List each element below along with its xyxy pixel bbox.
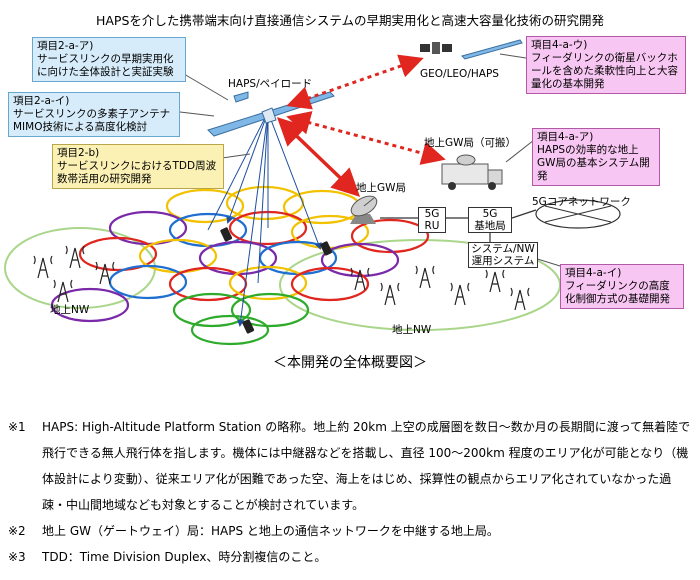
callout-id: 項目4-a-ア) [537,131,594,143]
ground-network-links [380,209,537,242]
callout-id: 項目2-b) [57,147,100,159]
callout-id: 項目2-a-イ) [13,95,70,107]
callout-text: フィーダリンクの高度化制御方式の基礎開発 [565,280,670,305]
callout-4a-i: 項目4-a-イ) フィーダリンクの高度化制御方式の基礎開発 [560,264,684,309]
footnote-text: 地上 GW（ゲートウェイ）局：HAPS と地上の通信ネットワークを中継する地上局… [42,524,499,538]
label-ground-nw-right: 地上NW [392,324,432,336]
phone-icon [242,319,255,334]
callout-2b: 項目2-b) サービスリンクにおけるTDD周波数帯活用の研究開発 [52,144,224,189]
label-ground-gw: 地上GW局 [356,182,407,194]
portable-gw-truck-icon [441,154,503,190]
callout-text: HAPSの効率的な地上GW局の基本システム開発 [537,144,650,182]
callout-text: フィーダリンクの衛星バックホールを含めた柔軟性向上と大容量化の基本開発 [531,52,678,90]
footnote-mark: ※1 [8,420,26,434]
label-haps-payload: HAPS/ペイロード [228,78,313,90]
feeder-link-geo [286,54,424,110]
callout-id: 項目2-a-ア) [37,40,94,52]
callout-text: サービスリンクの多素子アンテナMIMO技術による高度化検討 [13,108,171,133]
box-ops-system: システム/NW 運用システム [468,242,538,268]
callout-2a-a: 項目2-a-ア) サービスリンクの早期実用化に向けた全体設計と実証実験 [32,37,186,82]
footnote: ※1 HAPS: High-Altitude Platform Station … [8,414,692,518]
cell-towers [33,245,530,311]
phone-icon [320,241,333,256]
diagram-title: HAPSを介した携帯端末向け直接通信システムの早期実用化と高速大容量化技術の研究… [95,13,605,28]
callout-id: 項目4-a-ウ) [531,39,588,51]
callout-text: サービスリンクにおけるTDD周波数帯活用の研究開発 [57,160,217,185]
callout-4a-u: 項目4-a-ウ) フィーダリンクの衛星バックホールを含めた柔軟性向上と大容量化の… [526,36,686,94]
satellite-icon [420,42,452,54]
footnote: ※2 地上 GW（ゲートウェイ）局：HAPS と地上の通信ネットワークを中継する… [8,518,692,544]
box-5g-ru: 5G RU [418,207,446,233]
callout-4a-a: 項目4-a-ア) HAPSの効率的な地上GW局の基本システム開発 [532,128,660,186]
ground-gw-dish-icon [350,195,378,224]
core-network-icon [535,199,621,229]
callout-id: 項目4-a-イ) [565,267,622,279]
footnotes: ※1 HAPS: High-Altitude Platform Station … [8,414,692,570]
label-ground-gw-portable: 地上GW局（可搬） [424,137,517,149]
feeder-link-gw [276,117,361,197]
footnote: ※3 TDD：Time Division Duplex、時分割複信のこと。 [8,544,692,570]
footnote-text: TDD：Time Division Duplex、時分割複信のこと。 [42,550,327,564]
label-ground-nw-left: 地上NW [50,304,90,316]
label-geo-leo-haps: GEO/LEO/HAPS [420,68,499,80]
phone-icon [220,227,233,242]
callout-text: サービスリンクの早期実用化に向けた全体設計と実証実験 [37,53,174,78]
callout-2a-i: 項目2-a-イ) サービスリンクの多素子アンテナMIMO技術による高度化検討 [8,92,180,137]
footnote-mark: ※2 [8,524,26,538]
box-5g-base-station: 5G 基地局 [468,207,512,233]
footnote-mark: ※3 [8,550,26,564]
haps-aircraft-icon [207,91,335,137]
overview-diagram [4,39,621,346]
diagram-caption: ＜本開発の全体概要図＞ [273,355,427,371]
label-core-network: 5Gコアネットワーク [532,196,631,208]
haps-aircraft-small-icon [461,39,523,60]
footnote-text: HAPS: High-Altitude Platform Station の略称… [42,420,691,512]
